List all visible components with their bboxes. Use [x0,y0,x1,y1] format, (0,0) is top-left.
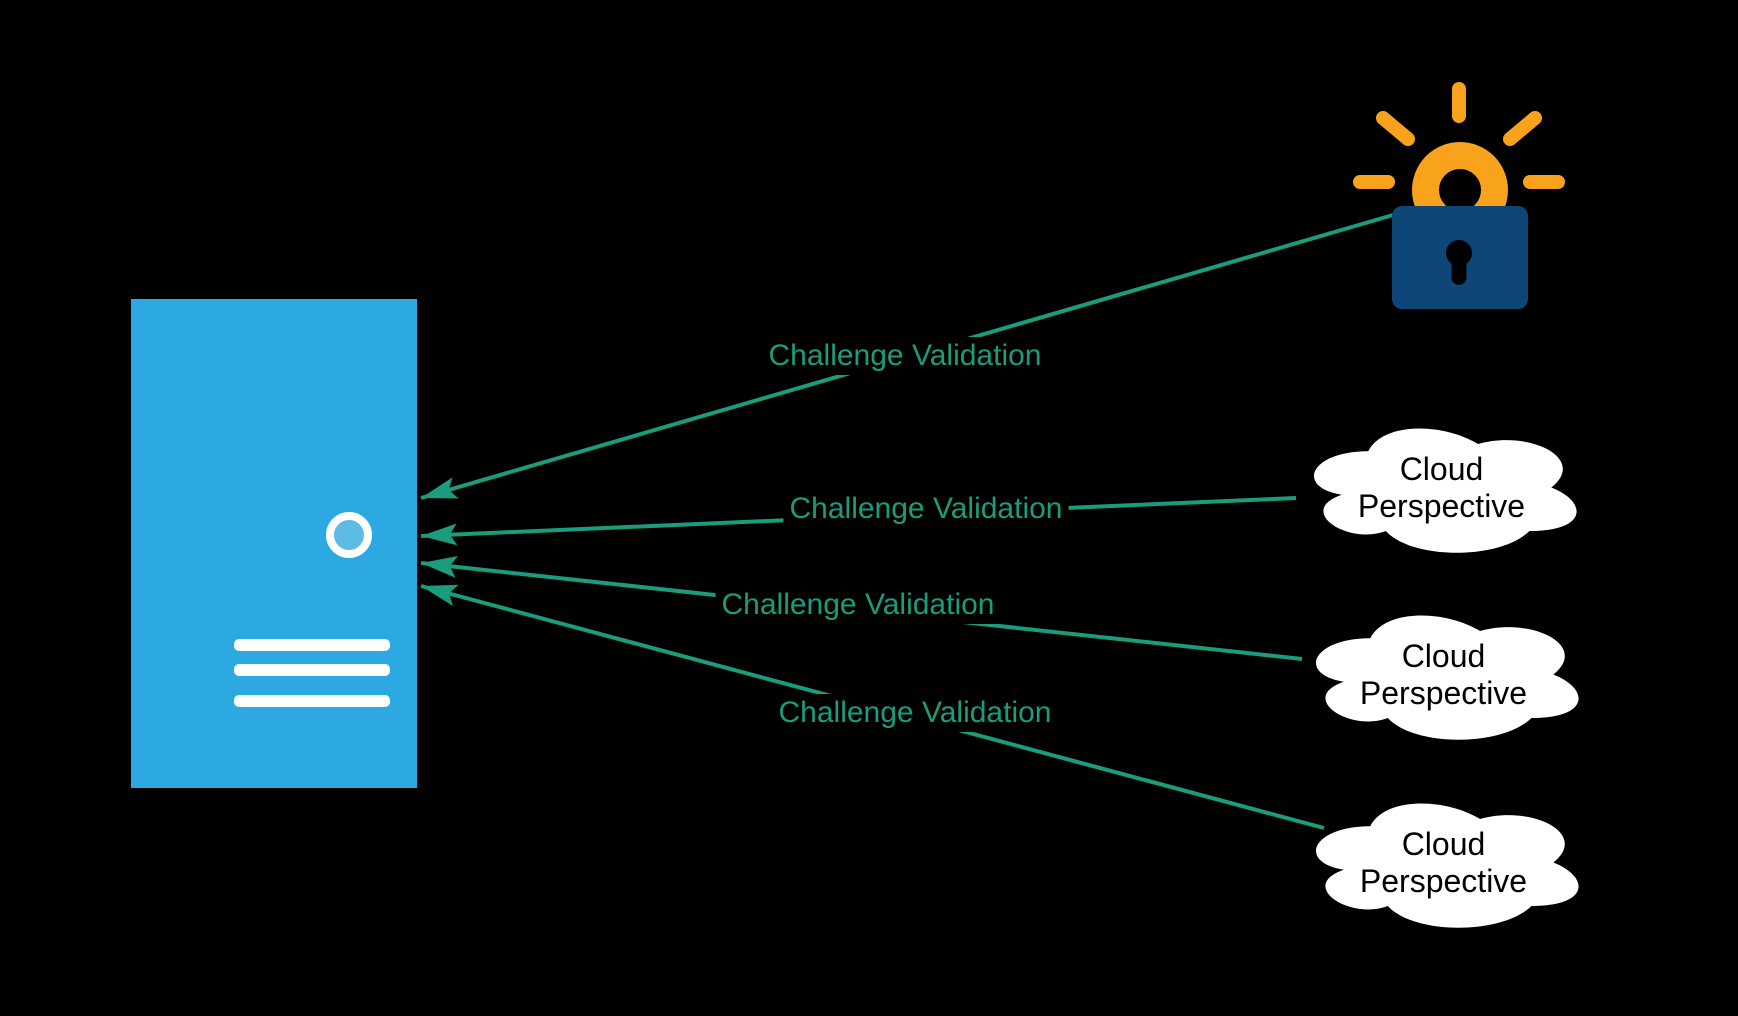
cloud-label-line2: Perspective [1359,862,1528,899]
cloud-icon [1316,615,1579,740]
cloud-label: Cloud Perspective [1295,415,1588,560]
cloud-perspective-node-1: Cloud Perspective [1295,415,1588,560]
cloud-label-line1: Cloud [1401,825,1486,862]
edge-label-challenge-validation-2: Challenge Validation [783,490,1069,528]
padlock-sun-icon [1353,82,1565,309]
cloud-icon [1314,428,1577,553]
sun-rays-icon [1353,82,1565,238]
server-vent-slot [234,695,390,707]
cloud-label-line2: Perspective [1359,674,1528,711]
cloud-label: Cloud Perspective [1297,790,1590,935]
cloud-perspective-node-2: Cloud Perspective [1297,602,1590,747]
server-led-circle [326,512,372,558]
cloud-icon [1316,803,1579,928]
padlock-body-icon [1392,206,1528,309]
cloud-label-line1: Cloud [1399,450,1484,487]
edge-label-challenge-validation-3: Challenge Validation [715,586,1001,624]
server-vent-slot [234,664,390,676]
edge-label-challenge-validation-1: Challenge Validation [762,337,1048,375]
cloud-perspective-node-3: Cloud Perspective [1297,790,1590,935]
cloud-label: Cloud Perspective [1297,602,1590,747]
cloud-label-line2: Perspective [1357,487,1526,524]
server-vent-slot [234,639,390,651]
server-node [131,299,417,788]
edge-label-challenge-validation-4: Challenge Validation [772,694,1058,732]
cloud-label-line1: Cloud [1401,637,1486,674]
